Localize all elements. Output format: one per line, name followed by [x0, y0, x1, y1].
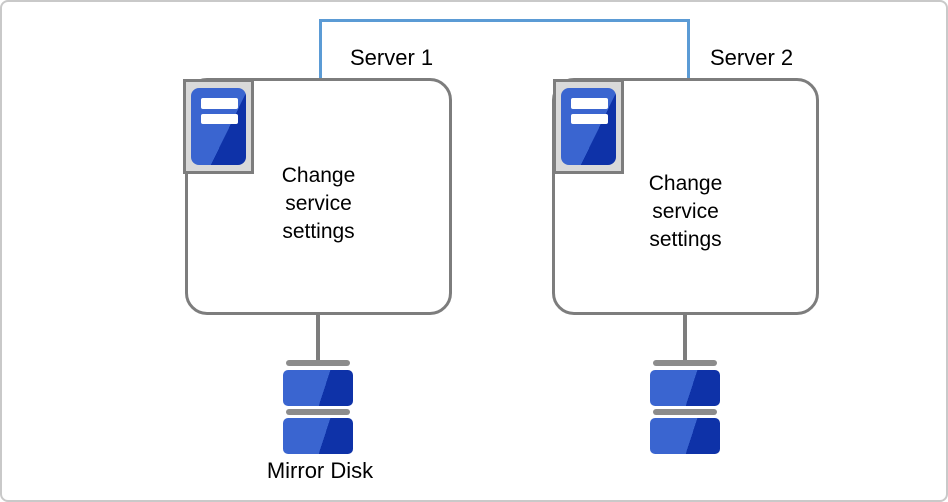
server1-disk-connector	[316, 313, 320, 363]
server-icon-slot	[571, 98, 608, 109]
server-icon-slot	[571, 114, 608, 124]
server-icon-slot	[201, 98, 238, 109]
server1-label: Server 1	[350, 45, 434, 70]
server2-disk-connector	[683, 313, 687, 363]
disk-platter	[283, 418, 353, 454]
disk-stack-icon	[650, 360, 720, 454]
disk-platter	[650, 418, 720, 454]
server2-box: Change service settings	[552, 78, 819, 315]
disk-cap	[286, 360, 350, 366]
server-icon	[183, 79, 254, 174]
disk-cap	[286, 409, 350, 415]
server-interconnect-line-right-drop	[687, 19, 690, 78]
server-interconnect-line-horizontal	[319, 19, 690, 22]
server-icon-slot	[201, 114, 238, 124]
server2-note: Change service settings	[648, 172, 723, 251]
disk-stack-icon	[283, 360, 353, 454]
server-icon-panel	[191, 88, 246, 165]
server1-note: Change service settings	[281, 164, 356, 243]
disk-platter	[650, 370, 720, 406]
disk-platter	[283, 370, 353, 406]
server-icon-panel	[561, 88, 616, 165]
server2-label: Server 2	[710, 45, 794, 70]
disk-cap	[653, 409, 717, 415]
server-interconnect-line-left-drop	[319, 19, 322, 78]
disk-cap	[653, 360, 717, 366]
server-icon	[553, 79, 624, 174]
mirror-disk-label: Mirror Disk	[266, 458, 374, 483]
